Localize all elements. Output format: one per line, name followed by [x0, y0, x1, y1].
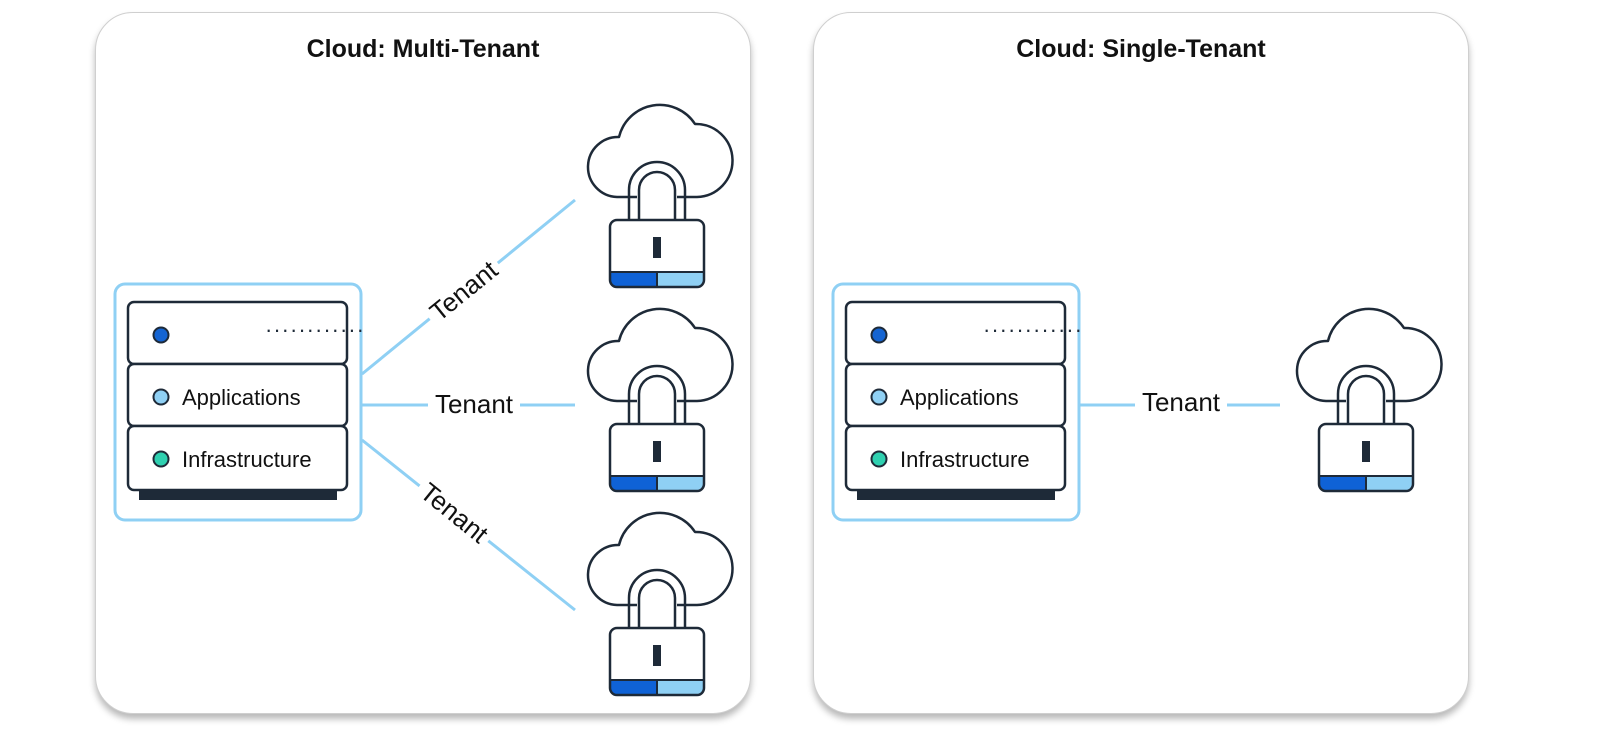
tenant-label-group: Tenant [417, 248, 508, 331]
server-icon: ············ Applications Infrastructure [831, 282, 1083, 522]
cloud-lock-icon [586, 307, 734, 493]
panel-title: Cloud: Multi-Tenant [306, 35, 540, 63]
server-top-row-label: ············ [265, 317, 365, 342]
applications-label: Applications [182, 385, 301, 410]
tenant-label-group: Tenant [410, 470, 501, 553]
tenant-label-group: Tenant [428, 386, 520, 420]
applications-label: Applications [900, 385, 1019, 410]
tenant-label: Tenant [1142, 387, 1221, 417]
cloud-lock-icon [586, 511, 734, 697]
tenant-label-group: Tenant [1135, 384, 1227, 418]
infrastructure-label: Infrastructure [900, 447, 1030, 472]
server-icon: ············ Applications Infrastructure [113, 282, 365, 522]
server-top-row-label: ············ [983, 317, 1083, 342]
cloud-lock-icon [586, 103, 734, 289]
tenant-label: Tenant [435, 389, 514, 419]
infrastructure-label: Infrastructure [182, 447, 312, 472]
cloud-lock-icon [1295, 307, 1443, 493]
panel-title: Cloud: Single-Tenant [1016, 35, 1266, 63]
